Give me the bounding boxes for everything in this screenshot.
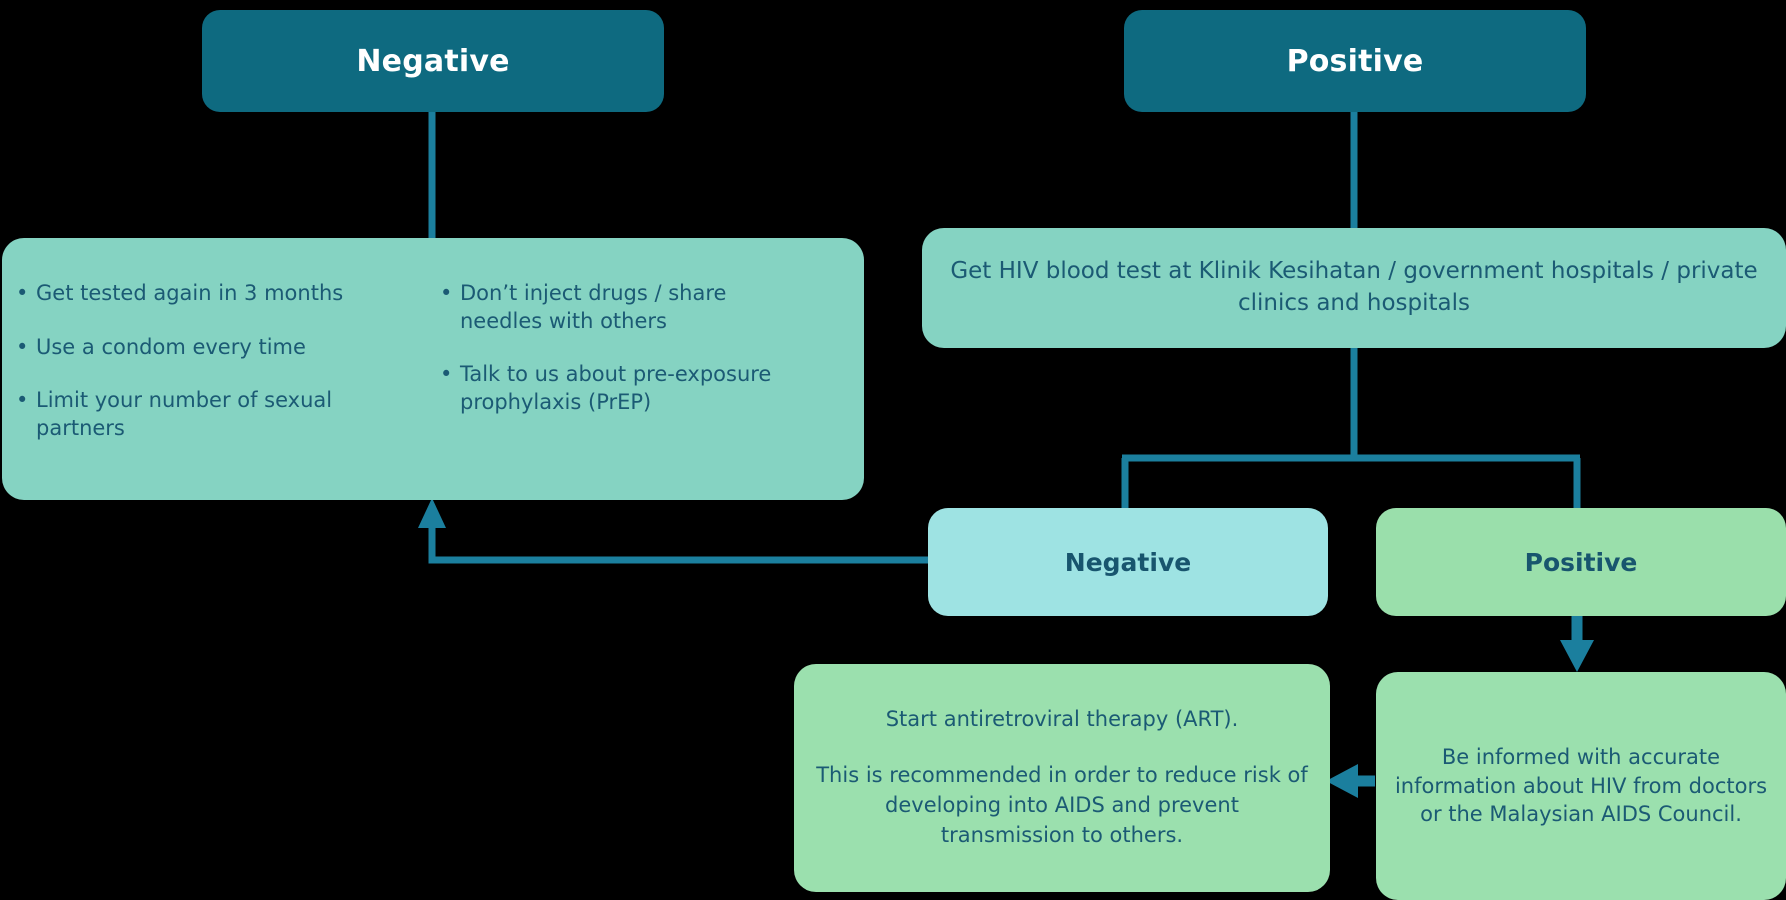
result-negative-label: Negative bbox=[1064, 547, 1192, 577]
bullet-dot-icon: • bbox=[440, 281, 453, 305]
advice-bullet-text: Talk to us about pre-exposure prophylaxi… bbox=[460, 362, 772, 415]
arrow-down-head-icon bbox=[1560, 640, 1594, 672]
bullet-dot-icon: • bbox=[16, 281, 29, 305]
list-item: • Get tested again in 3 months bbox=[16, 280, 416, 308]
bullet-dot-icon: • bbox=[440, 362, 453, 387]
art-paragraph-1: Start antiretroviral therapy (ART). bbox=[885, 707, 1239, 732]
art-paragraph-2: This is recommended in order to reduce r… bbox=[816, 763, 1308, 847]
arrow-left-head-icon bbox=[1326, 764, 1358, 798]
result-negative-box[interactable]: Negative bbox=[928, 508, 1328, 616]
blood-test-text: Get HIV blood test at Klinik Kesihatan /… bbox=[950, 258, 1758, 316]
advice-bullets-right-column: • Don’t inject drugs / share needles wit… bbox=[440, 264, 800, 474]
header-negative-label: Negative bbox=[356, 43, 510, 79]
art-box: Start antiretroviral therapy (ART). This… bbox=[794, 664, 1330, 892]
arrow-up-head-icon bbox=[418, 498, 446, 528]
advice-bullet-text: Use a condom every time bbox=[36, 334, 306, 359]
list-item: • Talk to us about pre-exposure prophyla… bbox=[440, 361, 800, 416]
list-item: • Use a condom every time bbox=[16, 334, 416, 362]
advice-bullets-left-column: • Get tested again in 3 months • Use a c… bbox=[16, 264, 416, 474]
advice-panel: • Get tested again in 3 months • Use a c… bbox=[2, 238, 864, 500]
result-positive-box[interactable]: Positive bbox=[1376, 508, 1786, 616]
result-positive-label: Positive bbox=[1524, 547, 1638, 577]
header-positive-label: Positive bbox=[1286, 43, 1424, 79]
advice-bullet-text: Limit your number of sexual partners bbox=[36, 388, 333, 441]
list-item: • Limit your number of sexual partners bbox=[16, 387, 416, 442]
bullet-dot-icon: • bbox=[16, 388, 29, 413]
header-negative-box[interactable]: Negative bbox=[202, 10, 664, 112]
informed-box-text: Be informed with accurate information ab… bbox=[1394, 744, 1768, 827]
advice-bullet-text: Don’t inject drugs / share needles with … bbox=[460, 281, 727, 333]
bullet-dot-icon: • bbox=[16, 334, 29, 359]
informed-box: Be informed with accurate information ab… bbox=[1376, 672, 1786, 900]
header-positive-box[interactable]: Positive bbox=[1124, 10, 1586, 112]
connector-result-negative-to-advice bbox=[428, 520, 928, 564]
art-box-text-group: Start antiretroviral therapy (ART). This… bbox=[794, 705, 1330, 850]
blood-test-box: Get HIV blood test at Klinik Kesihatan /… bbox=[922, 228, 1786, 348]
list-item: • Don’t inject drugs / share needles wit… bbox=[440, 280, 800, 335]
advice-bullet-text: Get tested again in 3 months bbox=[36, 281, 344, 305]
